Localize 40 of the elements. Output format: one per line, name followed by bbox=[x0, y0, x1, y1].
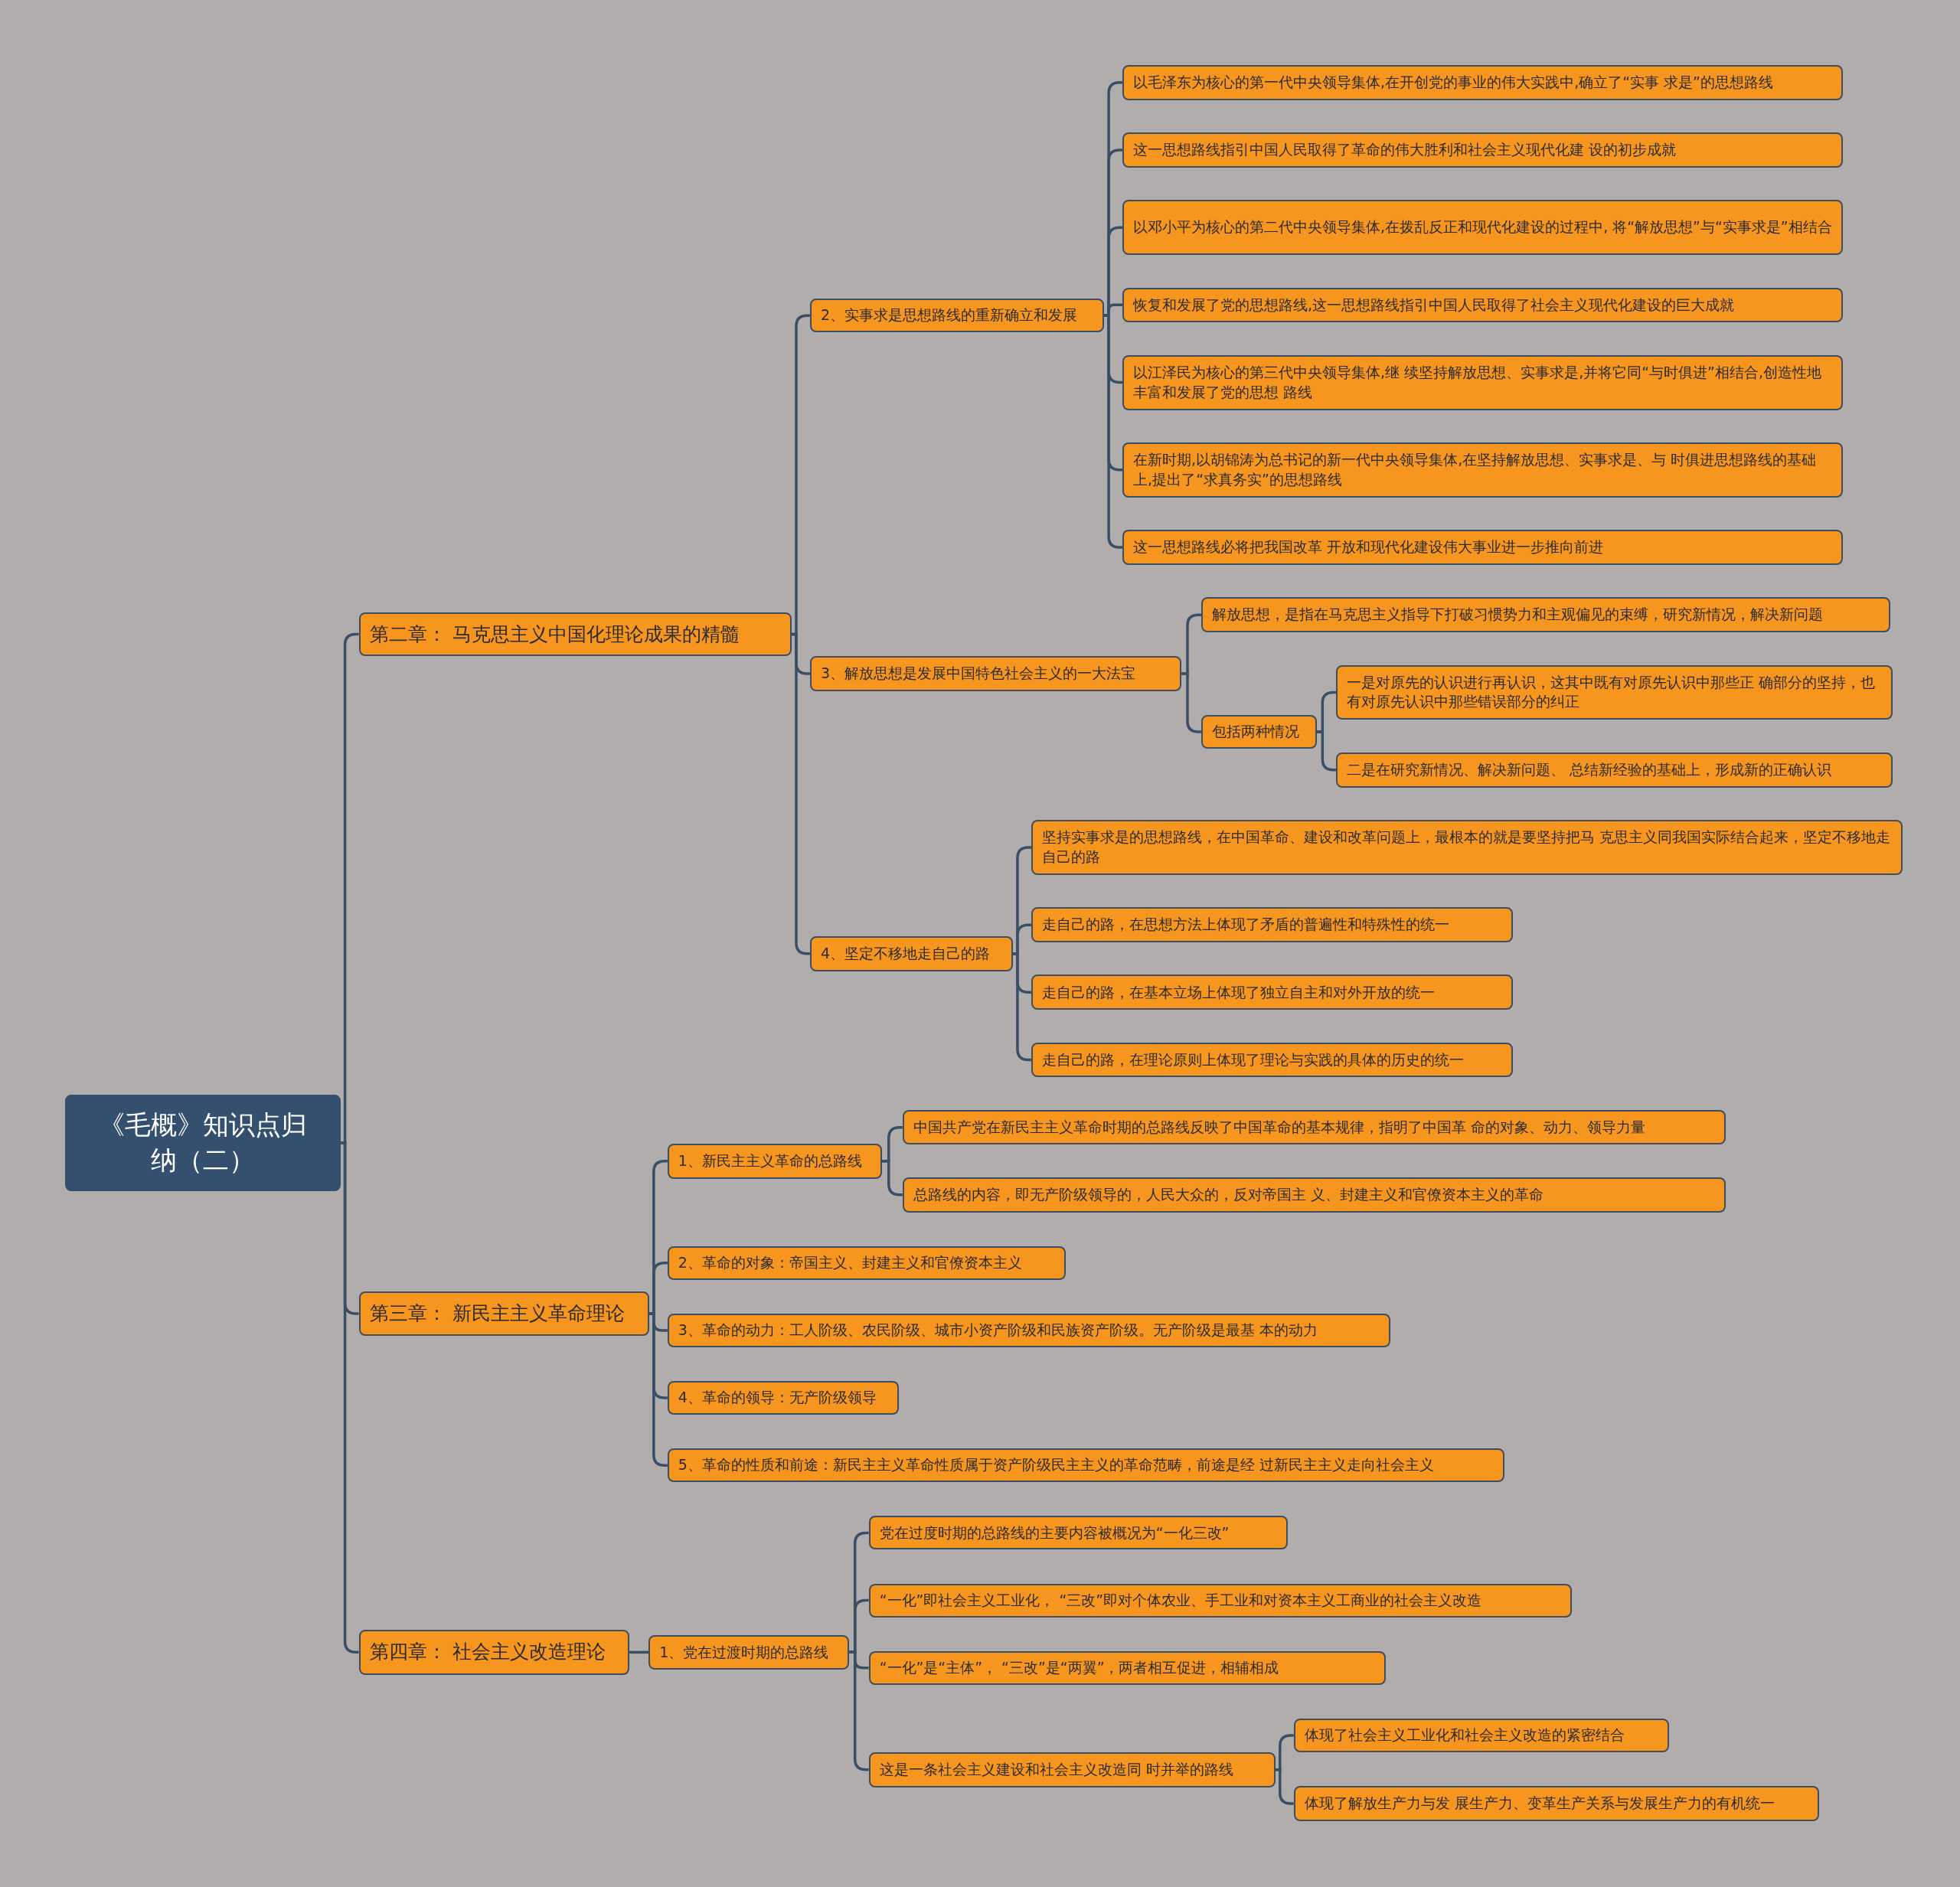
topic-box: 4、革命的领导：无产阶级领导 bbox=[667, 1381, 900, 1415]
topic-box: 1、党在过渡时期的总路线 bbox=[648, 1634, 850, 1670]
topic-box: 一是对原先的认识进行再认识，这其中既有对原先认识中那些正 确部分的坚持，也有对原先认识中那些错误部分的纠正 bbox=[1336, 664, 1893, 720]
connector-line bbox=[629, 1650, 649, 1654]
chapter-topic-box: 第四章： 社会主义改造理论 bbox=[358, 1629, 629, 1675]
topic-box: 二是在研究新情况、解决新问题、 总结新经验的基础上，形成新的正确认识 bbox=[1336, 752, 1893, 788]
topic-box: 解放思想，是指在马克思主义指导下打破习惯势力和主观偏见的束缚，研究新情况，解决新问题 bbox=[1200, 597, 1891, 633]
central-topic-box: 《毛概》知识点归纳（二） bbox=[64, 1095, 341, 1191]
topic-box: “一化”是“主体”， “三改”是“两翼”，两者相互促进，相辅相成 bbox=[868, 1650, 1386, 1685]
topic-box: 这是一条社会主义建设和社会主义改造同 时并举的路线 bbox=[868, 1752, 1276, 1787]
topic-box: 党在过度时期的总路线的主要内容被概况为“一化三改” bbox=[868, 1516, 1289, 1550]
topic-box: 3、革命的动力：工人阶级、农民阶级、城市小资产阶级和民族资产阶级。无产阶级是最基 本的动力 bbox=[667, 1313, 1391, 1347]
topic-box: 中国共产党在新民主主义革命时期的总路线反映了中国革命的基本规律，指明了中国革 命的对象、动力、领导力量 bbox=[902, 1109, 1726, 1145]
topic-box: 1、新民主主义革命的总路线 bbox=[667, 1143, 882, 1179]
topic-box: 恢复和发展了党的思想路线,这一思想路线指引中国人民取得了社会主义现代化建设的巨大成就 bbox=[1122, 287, 1844, 323]
topic-box: 体现了社会主义工业化和社会主义改造的紧密结合 bbox=[1293, 1718, 1670, 1752]
topic-box: 5、革命的性质和前途：新民主主义革命性质属于资产阶级民主主义的革命范畴，前途是经 过新民主主义走向社会主义 bbox=[667, 1448, 1504, 1483]
topic-box: 走自己的路，在思想方法上体现了矛盾的普遍性和特殊性的统一 bbox=[1031, 907, 1514, 942]
topic-box: 坚持实事求是的思想路线，在中国革命、建设和改革问题上，最根本的就是要坚持把马 克思主义同我国实际结合起来，坚定不移地走自己的路 bbox=[1031, 820, 1903, 875]
chapter-topic-box: 第三章： 新民主主义革命理论 bbox=[358, 1291, 649, 1337]
topic-box: 走自己的路，在基本立场上体现了独立自主和对外开放的统一 bbox=[1031, 975, 1514, 1010]
topic-box: 2、实事求是思想路线的重新确立和发展 bbox=[809, 299, 1105, 333]
topic-box: 以毛泽东为核心的第一代中央领导集体,在开创党的事业的伟大实践中,确立了“实事 求是”的思想路线 bbox=[1122, 64, 1844, 100]
connector-line bbox=[881, 1160, 903, 1197]
topic-box: 这一思想路线必将把我国改革 开放和现代化建设伟大事业进一步推向前进 bbox=[1122, 530, 1844, 565]
connector-line bbox=[1316, 730, 1337, 772]
topic-box: 3、解放思想是发展中国特色社会主义的一大法宝 bbox=[809, 656, 1182, 691]
topic-box: “一化”即社会主义工业化， “三改”即对个体农业、手工业和对资本主义工商业的社会主义改造 bbox=[868, 1583, 1572, 1618]
topic-box: 走自己的路，在理论原则上体现了理论与实践的具体的历史的统一 bbox=[1031, 1042, 1514, 1078]
topic-box: 以江泽民为核心的第三代中央领导集体,继 续坚持解放思想、实事求是,并将它同“与时俱进”相结合,创造性地丰富和发展了党的思想 路线 bbox=[1122, 354, 1844, 410]
topic-box: 体现了解放生产力与发 展生产力、变革生产关系与发展生产力的有机统一 bbox=[1293, 1786, 1820, 1821]
connector-line bbox=[1275, 1768, 1294, 1805]
topic-box: 4、坚定不移地走自己的路 bbox=[809, 935, 1013, 971]
topic-box: 以邓小平为核心的第二代中央领导集体,在拨乱反正和现代化建设的过程中, 将“解放思想”与“实事求是”相结合 bbox=[1122, 200, 1844, 256]
chapter-topic-box: 第二章： 马克思主义中国化理论成果的精髓 bbox=[358, 612, 792, 657]
topic-box: 总路线的内容，即无产阶级领导的，人民大众的，反对帝国主 义、封建主义和官僚资本主义的革命 bbox=[902, 1177, 1726, 1213]
topic-box: 包括两种情况 bbox=[1200, 714, 1317, 749]
topic-box: 在新时期,以胡锦涛为总书记的新一代中央领导集体,在坚持解放思想、实事求是、与 时俱进思想路线的基础上,提出了“求真务实”的思想路线 bbox=[1122, 442, 1844, 498]
topic-box: 这一思想路线指引中国人民取得了革命的伟大胜利和社会主义现代化建 设的初步成就 bbox=[1122, 132, 1844, 168]
topic-box: 2、革命的对象：帝国主义、封建主义和官僚资本主义 bbox=[667, 1245, 1066, 1280]
